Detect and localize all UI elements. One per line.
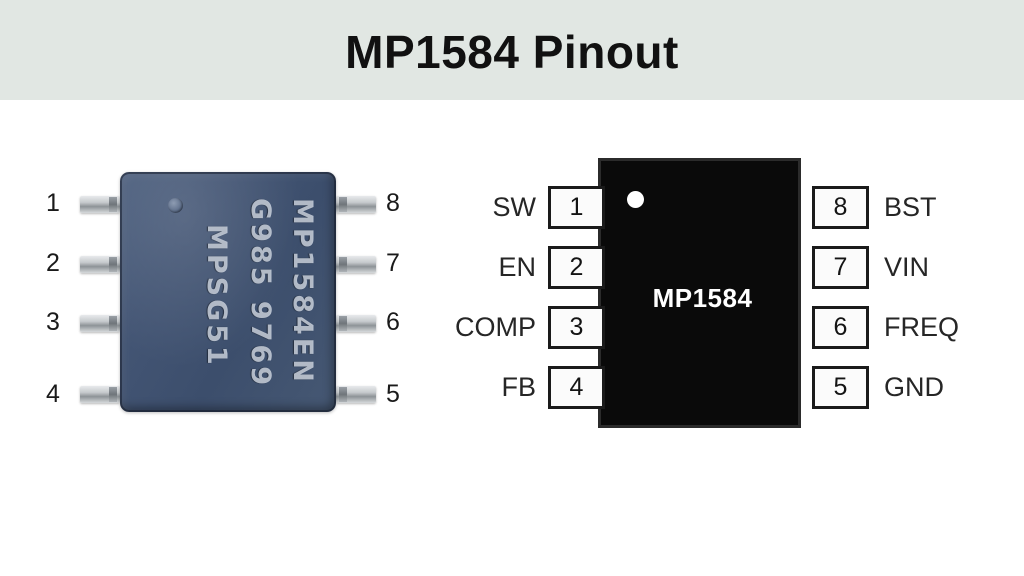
pin-box-6[interactable]: 6 [812,306,869,349]
pin-box-2[interactable]: 2 [548,246,605,289]
pin-label-freq: FREQ [884,312,960,342]
package-marking-line3: MPSG51 [201,224,232,368]
pin-label-vin: VIN [884,252,930,282]
photo-lead-1 [80,196,120,213]
package-marking-line2: G985 9769 [245,198,276,389]
photo-pin-number-2: 2 [46,249,60,277]
photo-pin-number-3: 3 [46,308,60,336]
pin-box-4[interactable]: 4 [548,366,605,409]
pin-box-3[interactable]: 3 [548,306,605,349]
pin-box-5[interactable]: 5 [812,366,869,409]
pin-box-7[interactable]: 7 [812,246,869,289]
pinout-diagram-panel: SW EN COMP FB 1 2 3 4 MP1584 8 7 6 5 BST… [440,100,1024,576]
pin-label-comp: COMP [455,312,536,342]
pin-box-8[interactable]: 8 [812,186,869,229]
package-marking-line1: MP1584EN [287,198,318,385]
photo-pin-numbers-left: 1 2 3 4 [36,100,70,576]
photo-pin-number-7: 7 [386,249,400,277]
pin1-indicator-icon [627,191,644,208]
photo-lead-3 [80,315,120,332]
pin-label-sw: SW [492,192,537,222]
photo-lead-2 [80,256,120,273]
pin1-dimple-icon [168,198,183,213]
photo-lead-4 [80,386,120,403]
chip-photo-panel: 1 2 3 4 8 7 6 5 MP1584EN G985 9769 MP [0,100,440,576]
photo-lead-7 [336,256,376,273]
pin-label-en: EN [498,252,536,282]
photo-pin-numbers-right: 8 7 6 5 [376,100,410,576]
photo-lead-6 [336,315,376,332]
photo-pin-number-5: 5 [386,380,400,408]
pin-box-1[interactable]: 1 [548,186,605,229]
photo-lead-5 [336,386,376,403]
page-title: MP1584 Pinout [345,26,679,78]
photo-pin-number-8: 8 [386,189,400,217]
pin-label-fb: FB [501,372,536,402]
ic-package-body: MP1584 [598,158,801,428]
chip-photo-body: MP1584EN G985 9769 MPSG51 [120,172,336,412]
photo-pin-number-1: 1 [46,189,60,217]
pin-label-bst: BST [884,192,937,222]
diagram-stage: 1 2 3 4 8 7 6 5 MP1584EN G985 9769 MP [0,100,1024,576]
photo-pin-number-6: 6 [386,308,400,336]
photo-lead-8 [336,196,376,213]
header-band [0,0,1024,100]
pin-label-gnd: GND [884,372,944,402]
chip-photo: MP1584EN G985 9769 MPSG51 [80,172,376,412]
ic-part-name: MP1584 [652,283,753,313]
photo-pin-number-4: 4 [46,380,60,408]
